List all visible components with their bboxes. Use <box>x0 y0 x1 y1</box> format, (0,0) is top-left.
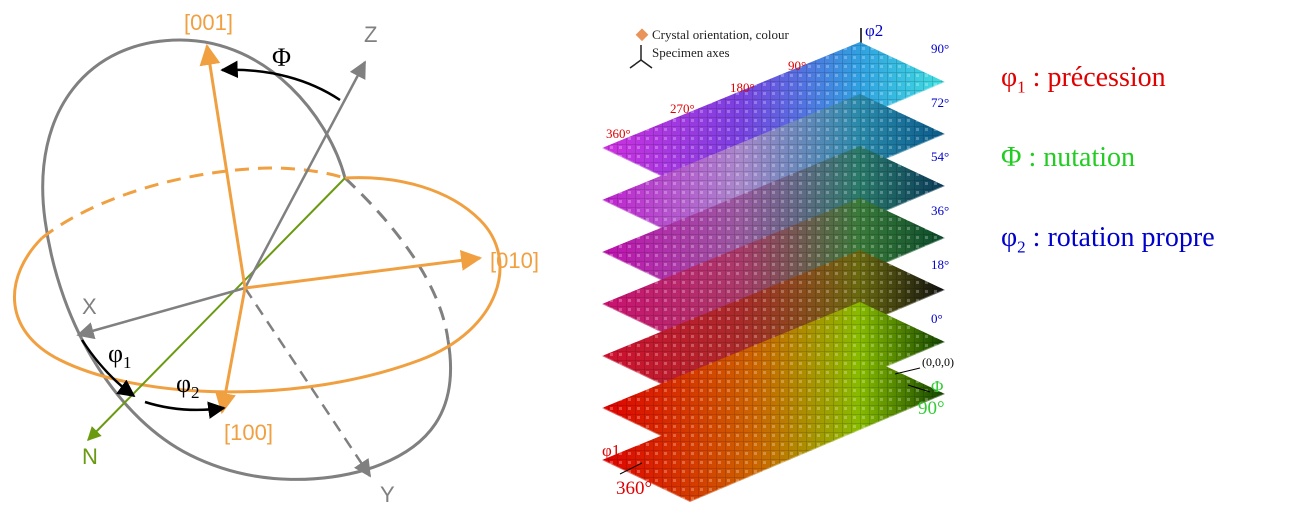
z-axis-line <box>243 60 367 289</box>
euler-diagram-svg: [001] [010] [100] Z X Y N Φ φ1 φ2 <box>13 10 539 507</box>
phi-label: Φ <box>272 43 291 72</box>
phi2-layer-cubes <box>602 354 945 502</box>
phi2-level-label: 54° <box>931 149 949 164</box>
phi-axis-label: Φ <box>931 377 943 396</box>
a-axis-line <box>215 287 247 415</box>
phi2-layer-cubes <box>602 94 945 242</box>
phi2-level-label: 36° <box>931 203 949 218</box>
phi2-layer-cubes <box>602 302 945 450</box>
y-axis-line <box>243 287 372 478</box>
legend-subscript: 1 <box>1017 77 1026 97</box>
legend-item-rotation-propre: φ2 : rotation propre <box>1001 222 1215 258</box>
phi1-tick-270: 270° <box>670 101 695 116</box>
phi1-tick-360: 360° <box>606 126 631 141</box>
legend-symbol: φ <box>1001 222 1018 253</box>
y-axis-label: Y <box>380 482 395 507</box>
phi2-layer-cubes <box>602 42 945 190</box>
phi2-level-label: 72° <box>931 95 949 110</box>
phi2-layers: 90° 72° 54° 36° 18° 0° <box>601 41 949 504</box>
phi1-axis-line <box>619 462 643 475</box>
legend-cube-icon <box>635 28 649 42</box>
specimen-axes-icon <box>629 45 653 69</box>
phi1-tick-180: 180° <box>730 80 755 95</box>
phi-arc <box>220 60 341 102</box>
legend-line2: Specimen axes <box>652 45 730 60</box>
phi2-arc <box>144 400 226 419</box>
phi2-level-label: 18° <box>931 257 949 272</box>
phi2-layer-cubes <box>602 198 945 346</box>
origin-leader <box>894 367 921 375</box>
legend-symbol: Φ <box>1001 142 1022 173</box>
origin-label: (0,0,0) <box>922 355 954 369</box>
legend-item-nutation: Φ : nutation <box>1001 142 1135 178</box>
legend-text: : précession <box>1025 62 1166 93</box>
z-axis-label: Z <box>364 22 377 47</box>
legend-text: : nutation <box>1021 142 1136 173</box>
c-axis-label: [001] <box>184 10 233 35</box>
phi2-axis-label: φ2 <box>865 21 883 40</box>
orientation-stack-svg: Crystal orientation, colour Specimen axe… <box>601 21 954 504</box>
phi1-axis-label: φ1 <box>602 441 620 460</box>
orange-circle-back <box>41 166 346 240</box>
stack-legend: Crystal orientation, colour Specimen axe… <box>629 27 790 69</box>
phi1-label: φ1 <box>108 339 132 372</box>
gray-circle-back <box>343 176 450 341</box>
legend-text: : rotation propre <box>1025 222 1215 253</box>
phi1-arc <box>80 339 136 398</box>
a-axis-label: [100] <box>224 420 273 445</box>
phi2-layer <box>601 354 946 504</box>
orientation-colour-stack: Crystal orientation, colour Specimen axe… <box>590 0 990 508</box>
euler-angle-diagram: [001] [010] [100] Z X Y N Φ φ1 φ2 <box>0 0 580 508</box>
angle-legend: φ1 : précession Φ : nutation φ2 : rotati… <box>995 0 1307 508</box>
c-axis-line <box>199 43 247 289</box>
phi1-tick-90: 90° <box>788 58 806 73</box>
legend-item-precession: φ1 : précession <box>1001 62 1166 98</box>
node-line-label: N <box>82 444 98 469</box>
gray-circle-front <box>41 38 453 481</box>
phi2-layer-cubes <box>602 250 945 398</box>
phi-axis-line <box>907 384 931 393</box>
legend-symbol: φ <box>1001 62 1018 93</box>
phi1-axis-max: 360° <box>616 478 652 499</box>
phi-axis-max: 90° <box>918 398 945 419</box>
b-axis-line <box>244 249 483 290</box>
x-axis-line <box>76 286 246 340</box>
legend-subscript: 2 <box>1017 237 1026 257</box>
b-axis-label: [010] <box>490 248 539 273</box>
x-axis-label: X <box>82 294 97 319</box>
phi2-layer-edge <box>601 393 946 504</box>
node-line <box>87 177 346 441</box>
legend-line1: Crystal orientation, colour <box>652 27 790 42</box>
phi2-level-label: 90° <box>931 41 949 56</box>
phi2-level-label: 0° <box>931 311 943 326</box>
orange-circle-front <box>13 176 502 394</box>
phi2-layer-cubes <box>602 146 945 294</box>
phi2-label: φ2 <box>176 369 200 402</box>
